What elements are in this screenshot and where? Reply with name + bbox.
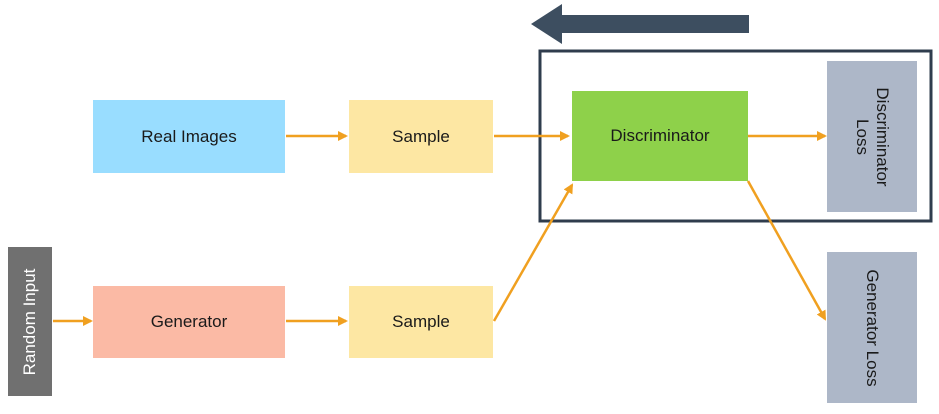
generator-loss-node: Generator Loss bbox=[827, 252, 917, 403]
discriminator-loss-label: Discriminator Loss bbox=[853, 86, 892, 187]
sample-top-node: Sample bbox=[349, 100, 493, 173]
arrow-sample-to-discriminator-diagonal bbox=[492, 183, 574, 322]
generator-node: Generator bbox=[93, 286, 285, 358]
random-input-node: Random Input bbox=[8, 247, 52, 396]
discriminator-loss-node: Discriminator Loss bbox=[827, 61, 917, 212]
generator-loss-label: Generator Loss bbox=[863, 268, 882, 387]
generator-label: Generator bbox=[150, 312, 228, 331]
backprop-arrow-icon bbox=[531, 4, 749, 44]
discriminator-label: Discriminator bbox=[610, 126, 710, 145]
random-input-label: Random Input bbox=[20, 268, 39, 375]
sample-bottom-label: Sample bbox=[392, 312, 450, 331]
real-images-node: Real Images bbox=[93, 100, 285, 173]
discriminator-node: Discriminator bbox=[572, 91, 748, 181]
arrow-discriminator-to-generator-loss bbox=[746, 180, 827, 321]
sample-top-label: Sample bbox=[392, 126, 450, 146]
real-images-label: Real Images bbox=[141, 126, 237, 146]
sample-bottom-node: Sample bbox=[349, 286, 493, 358]
